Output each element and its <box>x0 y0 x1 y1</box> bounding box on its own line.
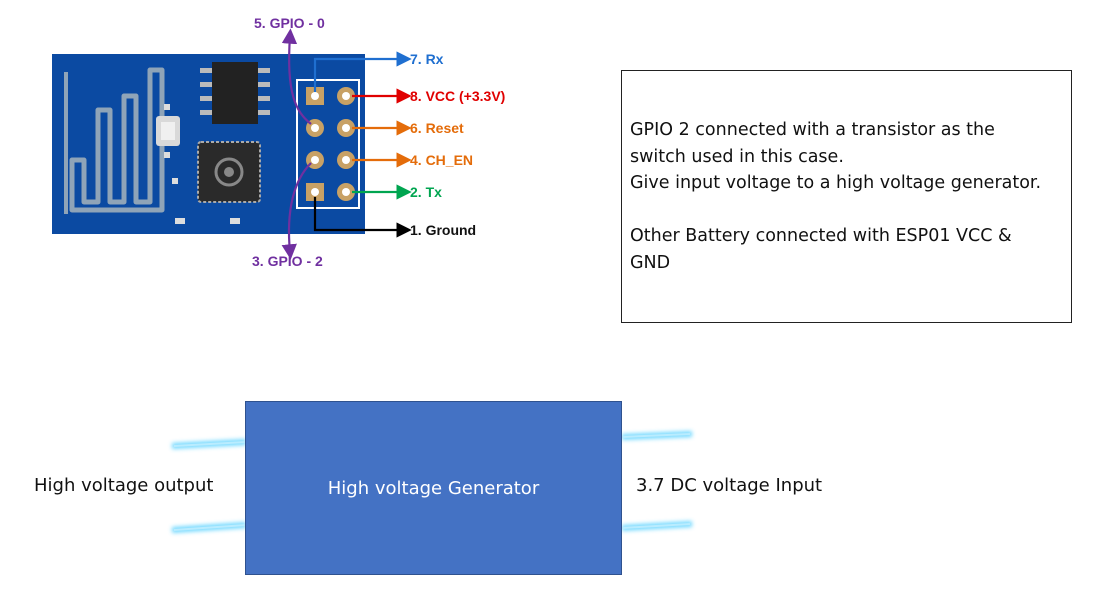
high-voltage-generator-box: High voltage Generator <box>245 401 622 575</box>
note-blank-line <box>630 197 1062 224</box>
note-line: GND <box>630 252 671 273</box>
ground-leader <box>313 197 412 238</box>
gpio2-leader <box>281 162 312 260</box>
pcb-antenna <box>69 67 165 213</box>
esp01-board <box>52 54 365 234</box>
note-line: Give input voltage to a high voltage gen… <box>630 173 1042 193</box>
pin-label-tx: 2. Tx <box>410 184 442 200</box>
note-line: GPIO 2 connected with a transistor as th… <box>630 120 995 140</box>
input-wire-bottom <box>621 523 691 529</box>
gpio0-leader <box>281 28 312 125</box>
pin-label-gpio2: 3. GPIO - 2 <box>252 253 323 269</box>
input-wire-top <box>621 433 691 438</box>
pin-label-gpio0: 5. GPIO - 0 <box>254 15 325 31</box>
pin-label-ground: 1. Ground <box>410 222 476 238</box>
output-wire-bottom <box>173 524 247 531</box>
rx-leader <box>313 51 412 92</box>
note-box: GPIO 2 connected with a transistor as th… <box>621 70 1072 323</box>
generator-label: High voltage Generator <box>327 477 540 499</box>
pin-leaders <box>281 28 412 260</box>
pin-label-reset: 6. Reset <box>410 120 464 136</box>
esp8266-chip <box>197 141 261 203</box>
output-wire-top <box>173 441 247 447</box>
note-line: switch used in this case. <box>630 146 844 167</box>
pin-label-ch-en: 4. CH_EN <box>410 152 473 168</box>
output-label: High voltage output <box>34 475 214 496</box>
input-label: 3.7 DC voltage Input <box>636 475 823 496</box>
flash-chip <box>200 62 270 124</box>
pin-label-rx: 7. Rx <box>410 51 444 67</box>
pin-label-vcc: 8. VCC (+3.3V) <box>410 88 505 104</box>
note-line: Other Battery connected with ESP01 VCC & <box>630 226 1012 246</box>
generator-wires <box>171 431 693 533</box>
